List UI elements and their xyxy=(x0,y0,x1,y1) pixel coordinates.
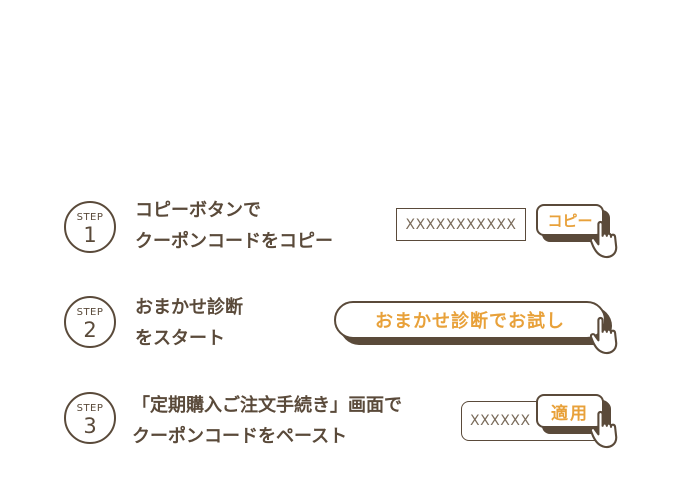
step-1-line-1: コピーボタンで xyxy=(135,200,261,221)
step-2-instructions: おまかせ診断 をスタート xyxy=(135,292,243,354)
hand-pointer-icon xyxy=(590,316,618,355)
copy-button[interactable]: コピー xyxy=(536,204,604,236)
step-2-line-1: おまかせ診断 xyxy=(135,297,243,318)
step-1-number: 1 xyxy=(83,223,97,247)
step-2-label: STEP xyxy=(76,307,104,318)
coupon-code-display: XXXXXXXXXXX xyxy=(396,208,526,241)
step-1-label: STEP xyxy=(76,212,104,223)
step-3-badge: STEP 3 xyxy=(64,392,116,444)
step-3-line-1: 「定期購入ご注文手続き」画面で xyxy=(132,395,402,416)
step-3-number: 3 xyxy=(83,414,97,438)
step-3-label: STEP xyxy=(76,403,104,414)
step-2-badge: STEP 2 xyxy=(64,296,116,348)
apply-button[interactable]: 適用 xyxy=(536,394,604,428)
step-1-badge: STEP 1 xyxy=(64,201,116,253)
step-3-line-2: クーポンコードをペースト xyxy=(132,426,348,447)
step-1-line-2: クーポンコードをコピー xyxy=(135,231,333,252)
hand-pointer-icon xyxy=(590,410,618,449)
hand-pointer-icon xyxy=(590,220,618,259)
step-2-number: 2 xyxy=(83,318,97,342)
omakase-diagnosis-button[interactable]: おまかせ診断でお試し xyxy=(334,301,606,339)
step-3-instructions: 「定期購入ご注文手続き」画面で クーポンコードをペースト xyxy=(132,390,402,452)
step-1-instructions: コピーボタンで クーポンコードをコピー xyxy=(135,195,333,257)
step-2-line-2: をスタート xyxy=(135,328,225,349)
